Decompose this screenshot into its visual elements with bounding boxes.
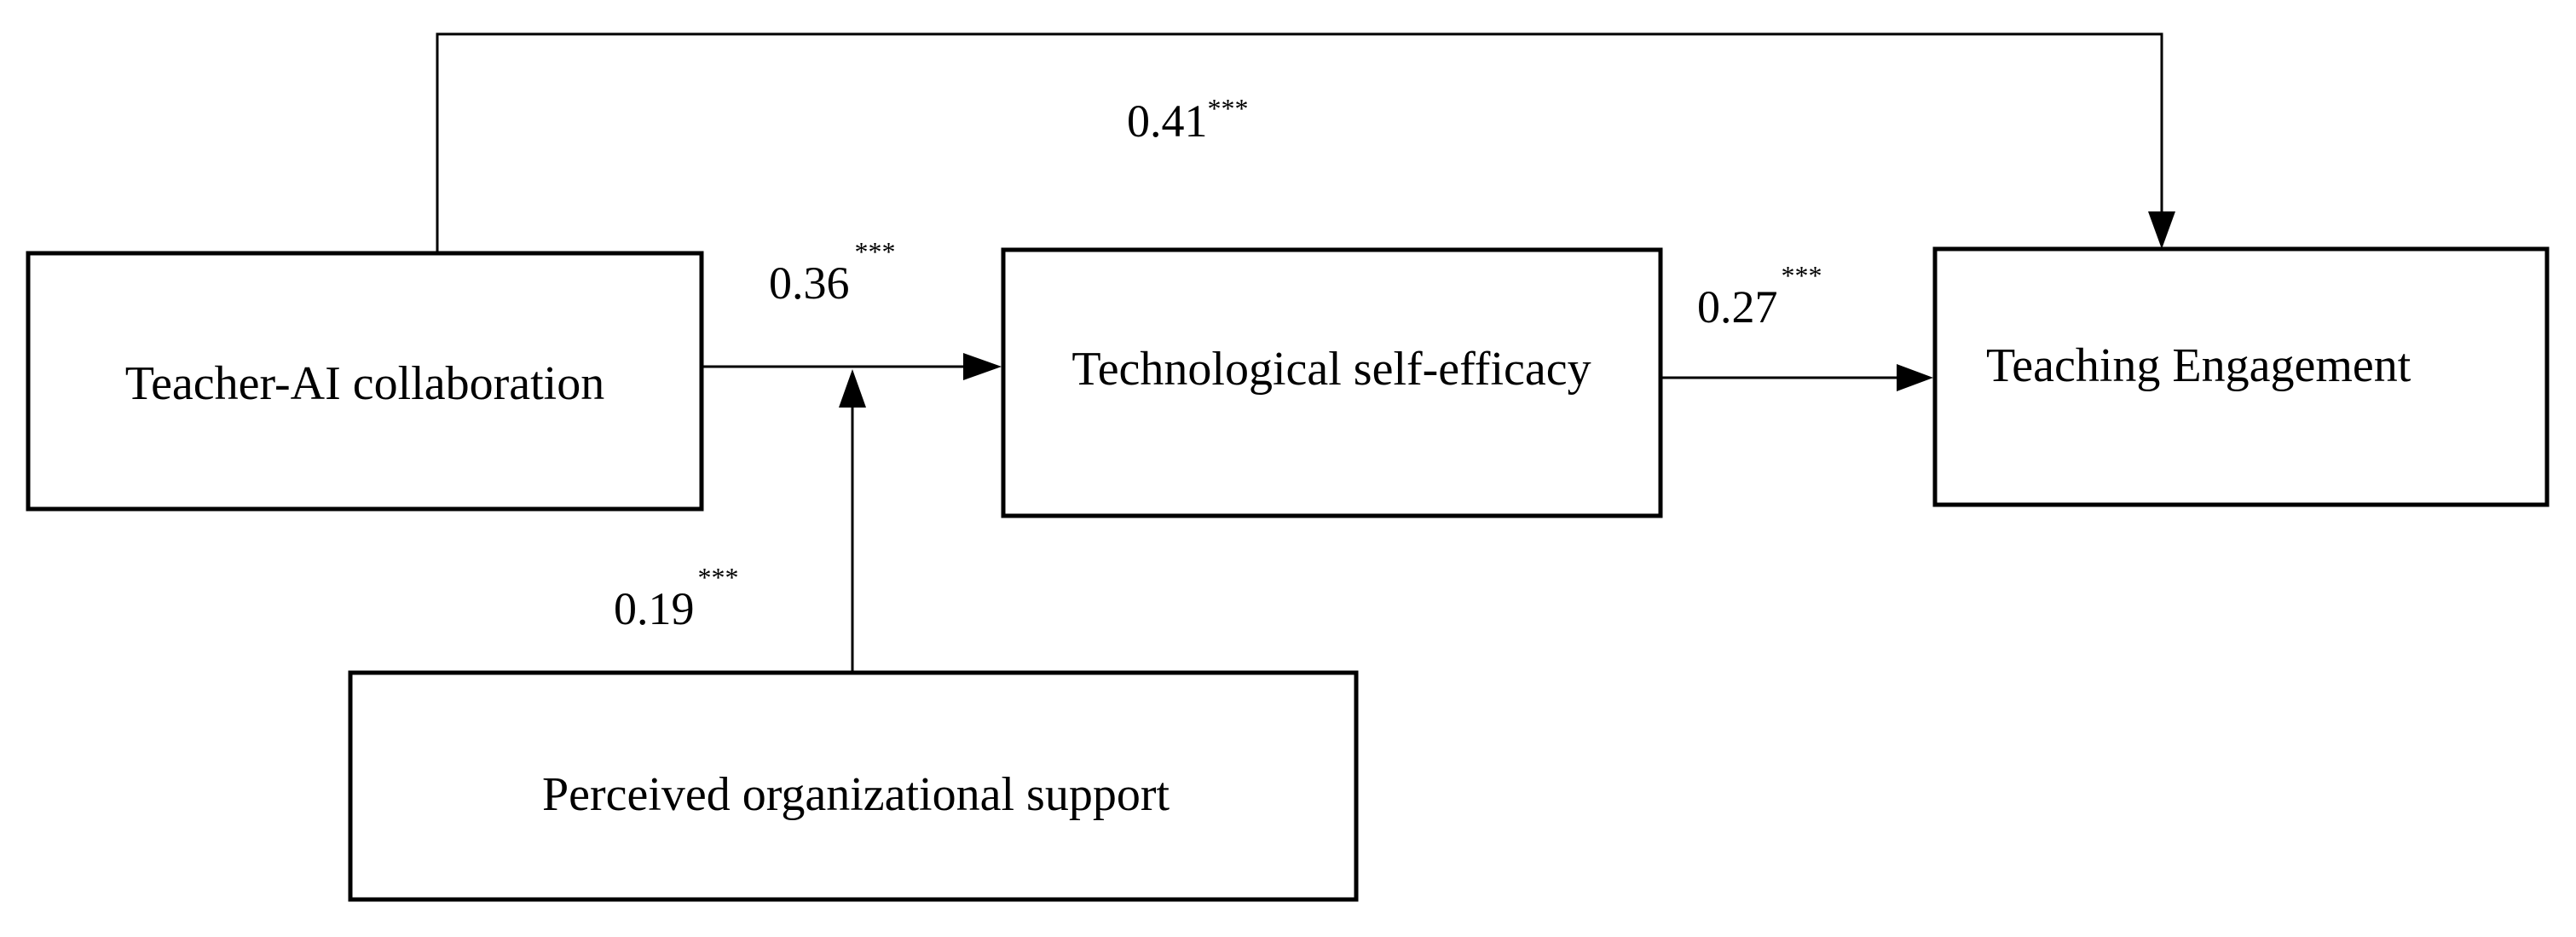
- node-perceived-organizational-support: Perceived organizational support: [348, 670, 1359, 902]
- direct-path-line: [436, 32, 2163, 253]
- efficacy-to-engagement-arrowhead: [1897, 364, 1933, 391]
- coefficient-moderation: 0.19***: [614, 562, 739, 634]
- node-label: Teaching Engagement: [1986, 339, 2411, 392]
- moderation-arrowhead: [839, 369, 866, 408]
- coefficient-direct-path: 0.41***: [1127, 93, 1249, 147]
- coefficient-collaboration-to-efficacy: 0.36***: [769, 236, 896, 309]
- collaboration-to-efficacy-arrowhead: [963, 353, 1002, 380]
- direct-path-arrowhead: [2148, 211, 2175, 249]
- node-teaching-engagement: Teaching Engagement: [1932, 246, 2550, 507]
- node-label: Perceived organizational support: [542, 768, 1170, 821]
- node-label: Technological self-efficacy: [1071, 343, 1591, 396]
- coefficient-efficacy-to-engagement: 0.27***: [1697, 260, 1822, 333]
- node-teacher-ai-collaboration: Teacher-AI collaboration: [26, 251, 704, 512]
- node-technological-self-efficacy: Technological self-efficacy: [1001, 247, 1663, 518]
- node-label: Teacher-AI collaboration: [125, 357, 604, 410]
